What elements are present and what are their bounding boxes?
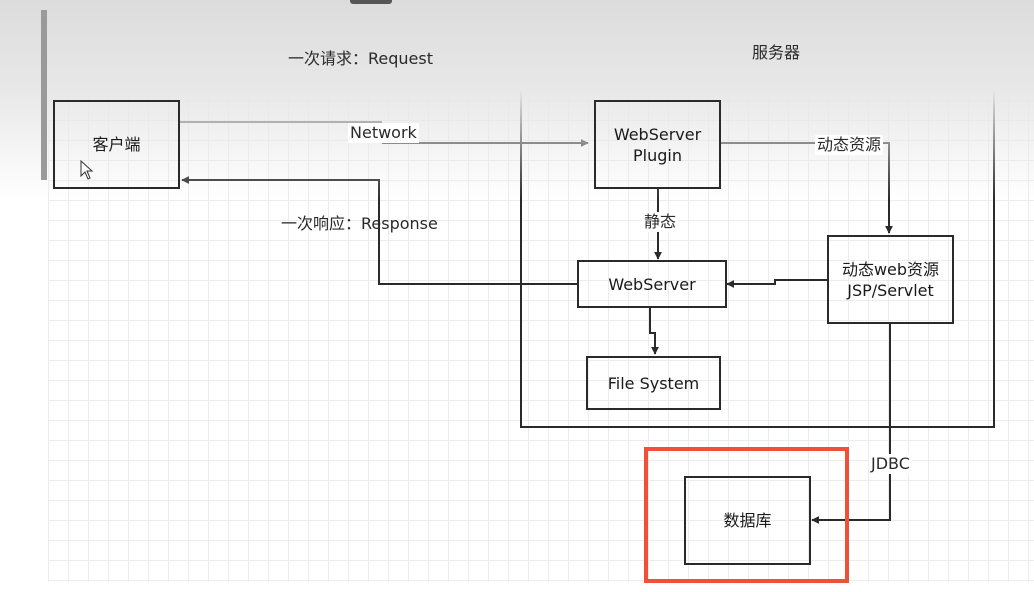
- dynamic-resource-arrow: [721, 142, 893, 234]
- jdbc-label: JDBC: [869, 454, 912, 474]
- dynamic-resource-label: 动态资源: [815, 135, 884, 155]
- dynamic-web-node[interactable]: 动态web资源 JSP/Servlet: [827, 235, 954, 324]
- response-label: 一次响应：Response: [281, 214, 438, 233]
- vertical-scrollbar[interactable]: [41, 10, 47, 180]
- jdbc-arrow: [811, 323, 891, 524]
- filesystem-node-label: File System: [607, 373, 700, 393]
- static-label: 静态: [642, 212, 679, 232]
- server-title: 服务器: [752, 43, 801, 62]
- database-node-label: 数据库: [723, 511, 772, 530]
- database-node[interactable]: 数据库: [684, 476, 811, 565]
- client-node-label: 客户端: [92, 135, 141, 154]
- dynamic-to-webserver-arrow: [726, 279, 827, 288]
- webserver-node[interactable]: WebServer: [577, 260, 727, 308]
- filesystem-arrow: [649, 307, 659, 355]
- dynamic-web-node-label: 动态web资源 JSP/Servlet: [841, 259, 940, 300]
- plugin-node[interactable]: WebServer Plugin: [594, 100, 721, 189]
- database-highlight: [644, 447, 849, 583]
- webserver-node-label: WebServer: [608, 274, 696, 294]
- top-handle[interactable]: [350, 0, 392, 4]
- filesystem-node[interactable]: File System: [586, 356, 721, 410]
- plugin-node-label: WebServer Plugin: [613, 124, 702, 165]
- bottom-margin: [0, 582, 1034, 592]
- client-node[interactable]: 客户端: [53, 100, 180, 189]
- mouse-cursor-icon: [80, 160, 94, 180]
- request-label: 一次请求：Request: [288, 49, 433, 68]
- network-label: Network: [348, 123, 419, 143]
